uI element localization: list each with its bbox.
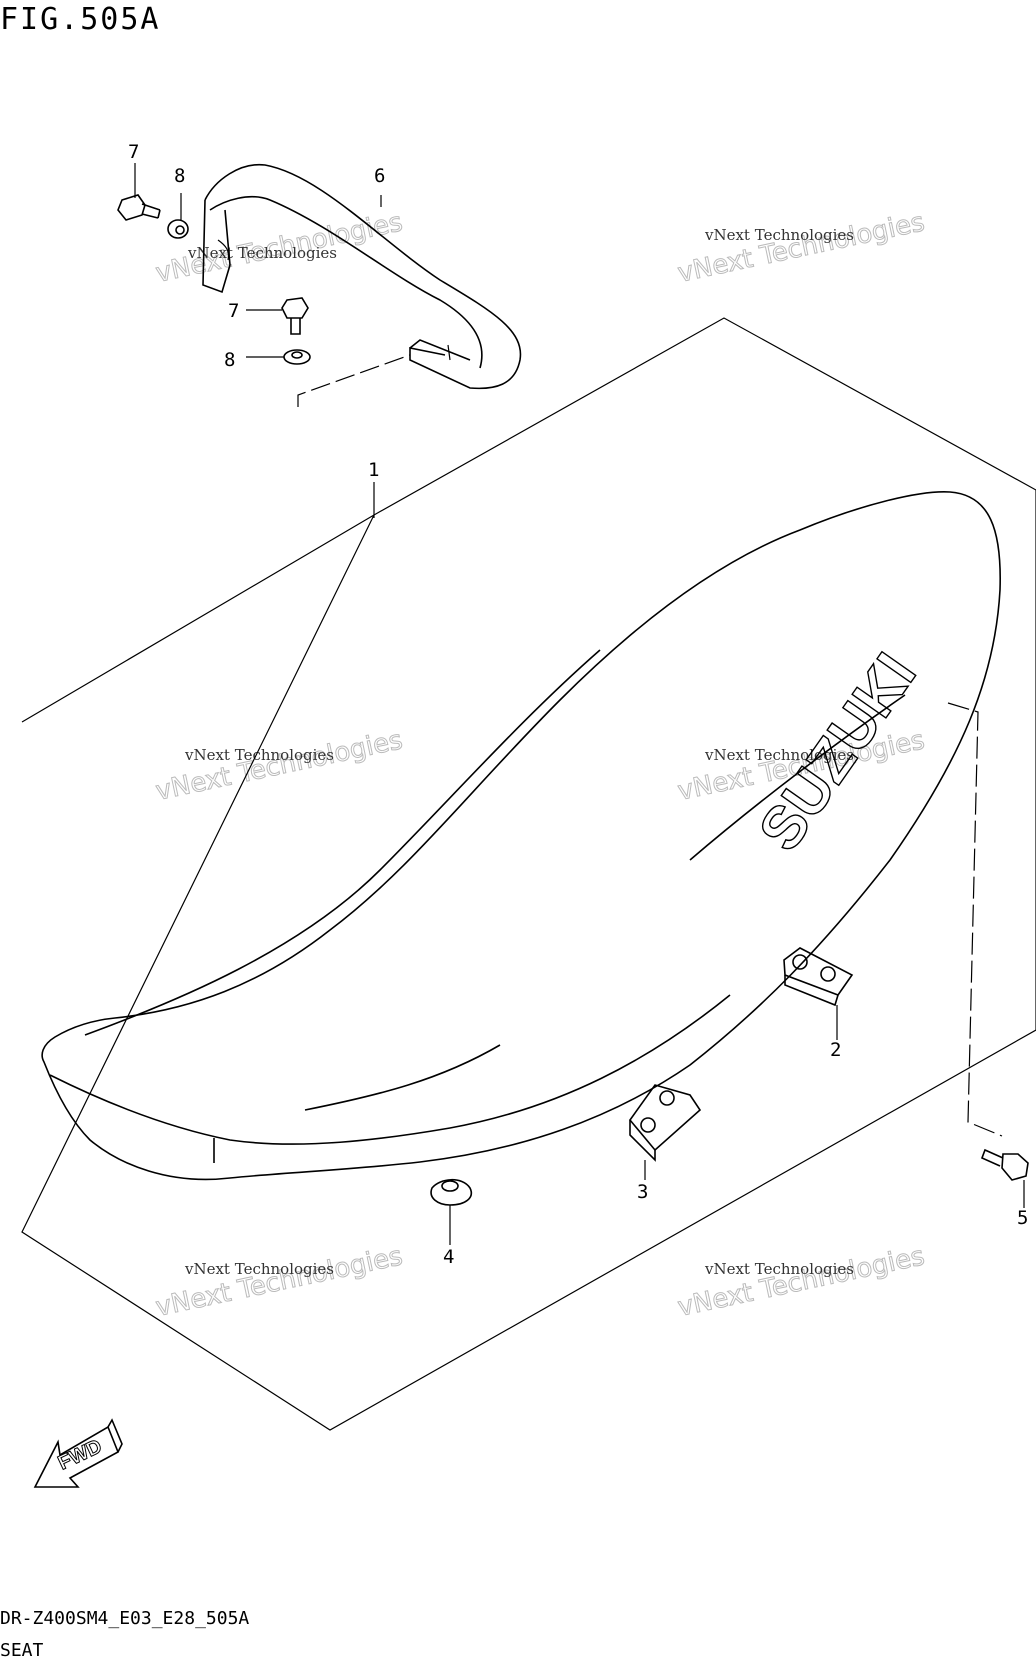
svg-text:vNext Technologies: vNext Technologies [184, 1260, 334, 1278]
callout-1: 1 [368, 459, 379, 481]
callout-8-top: 8 [174, 165, 185, 187]
svg-text:vNext Technologies: vNext Technologies [704, 1260, 854, 1278]
callout-6: 6 [374, 165, 385, 187]
watermark-mid-left: vNext Technologies vNext Technologies [153, 725, 406, 808]
svg-text:FWD: FWD [55, 1435, 106, 1474]
figure-title: FIG.505A [0, 2, 161, 37]
washer-top [167, 219, 189, 239]
figure-name: SEAT [0, 1640, 44, 1661]
seat-body [41, 491, 1002, 1181]
seat-strap [202, 163, 522, 390]
watermark-bottom-right: vNext Technologies vNext Technologies [675, 1241, 928, 1324]
callout-8-second: 8 [224, 349, 235, 371]
svg-text:vNext Technologies: vNext Technologies [184, 746, 334, 764]
watermark-bottom-left: vNext Technologies vNext Technologies [153, 1241, 406, 1324]
svg-text:vNext Technologies: vNext Technologies [675, 207, 927, 289]
assembly-outline [21, 317, 1036, 1431]
callout-4: 4 [443, 1246, 454, 1268]
washer-second [283, 349, 311, 365]
part-5-leader [947, 702, 1003, 1137]
bolt-top [117, 194, 161, 221]
figure-code: DR-Z400SM4_E03_E28_505A [0, 1608, 250, 1629]
callout-2: 2 [830, 1039, 841, 1061]
callout-3: 3 [637, 1181, 648, 1203]
watermark-top-left: vNext Technologies vNext Technologies [153, 207, 406, 290]
part-4-grommet [430, 1178, 472, 1206]
part-5-bolt [980, 1148, 1029, 1181]
watermark-top-right: vNext Technologies vNext Technologies [675, 207, 928, 290]
svg-text:vNext Technologies: vNext Technologies [704, 226, 854, 244]
callout-7-second: 7 [228, 300, 239, 322]
bolt-second [281, 297, 309, 335]
svg-text:vNext Technologies: vNext Technologies [187, 244, 337, 262]
callout-5: 5 [1017, 1207, 1028, 1229]
part-3-bracket [628, 1084, 702, 1162]
svg-text:vNext Technologies: vNext Technologies [153, 1241, 405, 1323]
svg-text:vNext Technologies: vNext Technologies [153, 725, 405, 807]
fwd-arrow-icon: FWD [33, 1418, 123, 1488]
strap-bolt-leader [297, 354, 411, 407]
part-2-bracket [783, 947, 854, 1007]
svg-text:vNext Technologies: vNext Technologies [675, 1241, 927, 1323]
callout-7-top: 7 [128, 141, 139, 163]
